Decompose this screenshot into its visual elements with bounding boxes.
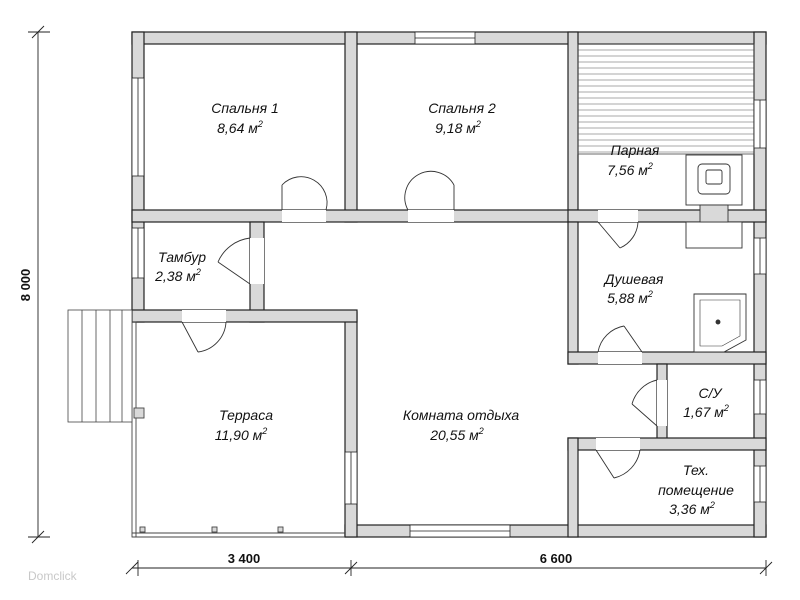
- door-swing-bed2: [404, 170, 455, 211]
- door-opening-bed1: [282, 210, 326, 222]
- dim-width-left-label: 3 400: [228, 551, 261, 566]
- door-opening-bed2: [408, 210, 454, 222]
- door-swing-steam: [597, 221, 639, 249]
- room-name-wc: С/У: [699, 385, 724, 401]
- wall-tech-left: [567, 437, 579, 538]
- room-area-vestibule: 2,38 м2: [154, 267, 201, 284]
- room-name-lounge: Комната отдыха: [403, 407, 519, 423]
- room-name-vestibule: Тамбур: [158, 249, 206, 265]
- watermark: Domclick: [28, 569, 78, 583]
- room-name-tech-line1: Тех.: [683, 462, 709, 478]
- wall-bed1-bed2: [344, 31, 358, 223]
- stairs: [67, 309, 133, 423]
- wall-shower-left: [567, 221, 579, 365]
- room-area-terrace: 11,90 м2: [215, 426, 268, 443]
- room-name-bedroom2: Спальня 2: [428, 100, 496, 116]
- door-opening-tech: [596, 438, 640, 450]
- door-opening-steam: [598, 210, 638, 222]
- terrace-railing-left: [131, 321, 137, 538]
- dimension-lines: [28, 25, 773, 576]
- room-area-shower: 5,88 м2: [607, 289, 653, 306]
- room-name-shower: Душевая: [603, 271, 664, 287]
- room-name-terrace: Терраса: [219, 407, 273, 423]
- sauna-benches: [577, 43, 755, 155]
- room-area-tech: 3,36 м2: [669, 500, 715, 517]
- door-swing-shower: [597, 325, 643, 353]
- room-name-bedroom1: Спальня 1: [211, 100, 279, 116]
- wall-bed2-steam: [567, 31, 579, 223]
- shower-tray: [693, 293, 747, 353]
- wall-steam-shower: [567, 209, 767, 223]
- wall-shower-bottom: [567, 351, 767, 365]
- room-name-tech-line2: помещение: [658, 482, 734, 498]
- windows: [131, 31, 767, 538]
- wall-vestibule-bottom: [131, 309, 358, 323]
- outer-wall-bottom: [344, 524, 767, 538]
- room-area-steam-room: 7,56 м2: [607, 161, 653, 178]
- door-swing-terrace: [181, 321, 227, 353]
- sauna-stove: [685, 154, 743, 249]
- door-swing-bed1: [281, 176, 328, 211]
- door-opening-vestibule: [250, 238, 264, 284]
- door-opening-shower: [598, 352, 642, 364]
- dim-height-label: 8 000: [18, 269, 33, 302]
- door-opening-terrace: [182, 310, 226, 322]
- door-swing-wc: [631, 379, 658, 427]
- doors: [181, 170, 667, 479]
- room-area-bedroom2: 9,18 м2: [435, 119, 481, 136]
- room-area-lounge: 20,55 м2: [429, 426, 484, 443]
- room-labels: Спальня 1 8,64 м2 Спальня 2 9,18 м2 Парн…: [154, 100, 734, 517]
- room-area-bedroom1: 8,64 м2: [217, 119, 263, 136]
- outer-wall-left-upper: [131, 31, 145, 323]
- door-swing-tech: [595, 449, 641, 479]
- room-area-wc: 1,67 м2: [683, 403, 729, 420]
- wall-bedrooms-bottom: [131, 209, 579, 223]
- door-opening-wc: [657, 380, 667, 426]
- dim-width-right-label: 6 600: [540, 551, 573, 566]
- terrace-structure: [131, 321, 345, 538]
- door-swing-vestibule: [217, 237, 251, 285]
- room-name-steam-room: Парная: [611, 142, 660, 158]
- terrace-post: [133, 407, 145, 419]
